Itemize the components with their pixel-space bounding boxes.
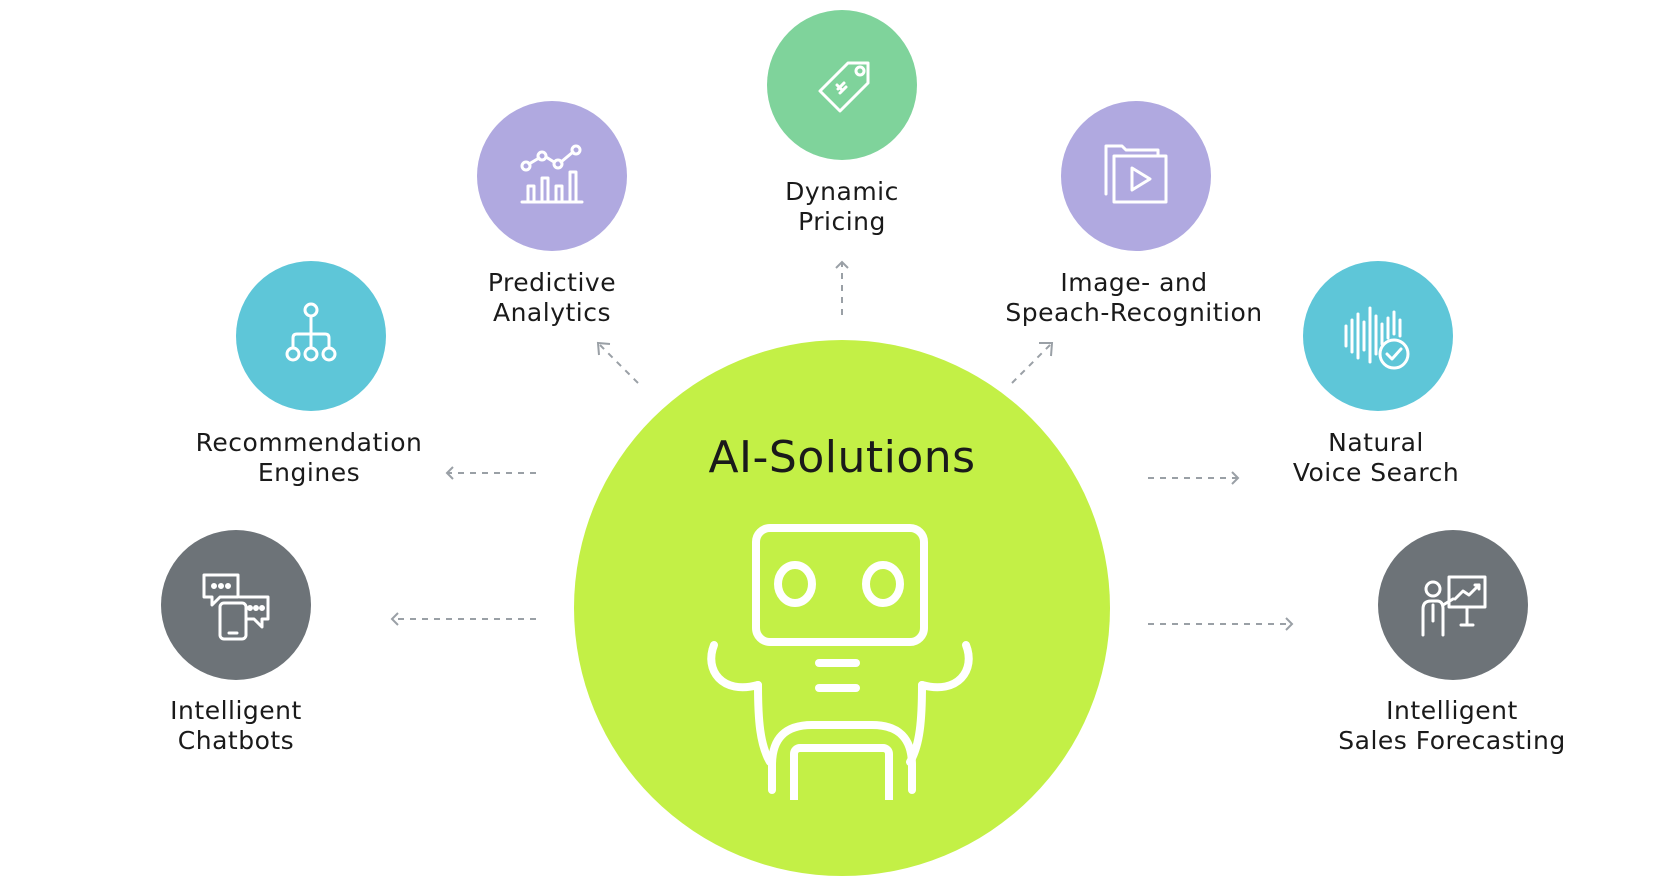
label-line: Speach-Recognition <box>1005 298 1263 327</box>
price-tag-icon <box>818 61 870 113</box>
ai-solutions-diagram: AI-Solutions Dynamic Pricing <box>86 10 1602 876</box>
hub-title: AI-Solutions <box>708 432 976 483</box>
node-intelligent-sales-forecasting <box>1378 530 1528 680</box>
node-recommendation-engines <box>236 261 386 411</box>
label-image-speech-recognition: Image- and Speach-Recognition <box>984 268 1284 328</box>
media-folder-icon <box>1104 144 1168 204</box>
chat-phone-icon <box>202 573 270 641</box>
node-natural-voice-search <box>1303 261 1453 411</box>
label-line: Engines <box>257 458 361 487</box>
label-intelligent-sales-forecasting: Intelligent Sales Forecasting <box>1302 696 1602 756</box>
label-line: Voice Search <box>1292 458 1460 487</box>
label-line: Dynamic <box>785 177 899 206</box>
label-intelligent-chatbots: Intelligent Chatbots <box>86 696 386 756</box>
node-predictive-analytics <box>477 101 627 251</box>
label-line: Intelligent <box>170 696 302 725</box>
arrow-image-speech-recognition <box>1011 344 1051 384</box>
label-line: Chatbots <box>177 726 295 755</box>
robot-icon <box>707 524 973 800</box>
label-line: Natural <box>1328 428 1424 457</box>
arrow-predictive-analytics <box>599 344 639 384</box>
label-line: Intelligent <box>1386 696 1518 725</box>
hierarchy-tree-icon <box>285 302 337 362</box>
label-line: Analytics <box>492 298 612 327</box>
node-image-speech-recognition <box>1061 101 1211 251</box>
label-line: Predictive <box>487 268 617 297</box>
voice-wave-check-icon <box>1344 306 1410 370</box>
analytics-chart-icon <box>520 144 584 204</box>
label-natural-voice-search: Natural Voice Search <box>1226 428 1526 488</box>
node-dynamic-pricing <box>767 10 917 160</box>
label-line: Recommendation <box>195 428 423 457</box>
ai-solutions-hub <box>574 340 1110 876</box>
label-line: Pricing <box>798 207 886 236</box>
label-predictive-analytics: Predictive Analytics <box>402 268 702 328</box>
label-recommendation-engines: Recommendation Engines <box>159 428 459 488</box>
label-line: Sales Forecasting <box>1338 726 1566 755</box>
node-intelligent-chatbots <box>161 530 311 680</box>
label-line: Image- and <box>1060 268 1208 297</box>
label-dynamic-pricing: Dynamic Pricing <box>692 177 992 237</box>
presenter-chart-icon <box>1421 575 1487 637</box>
